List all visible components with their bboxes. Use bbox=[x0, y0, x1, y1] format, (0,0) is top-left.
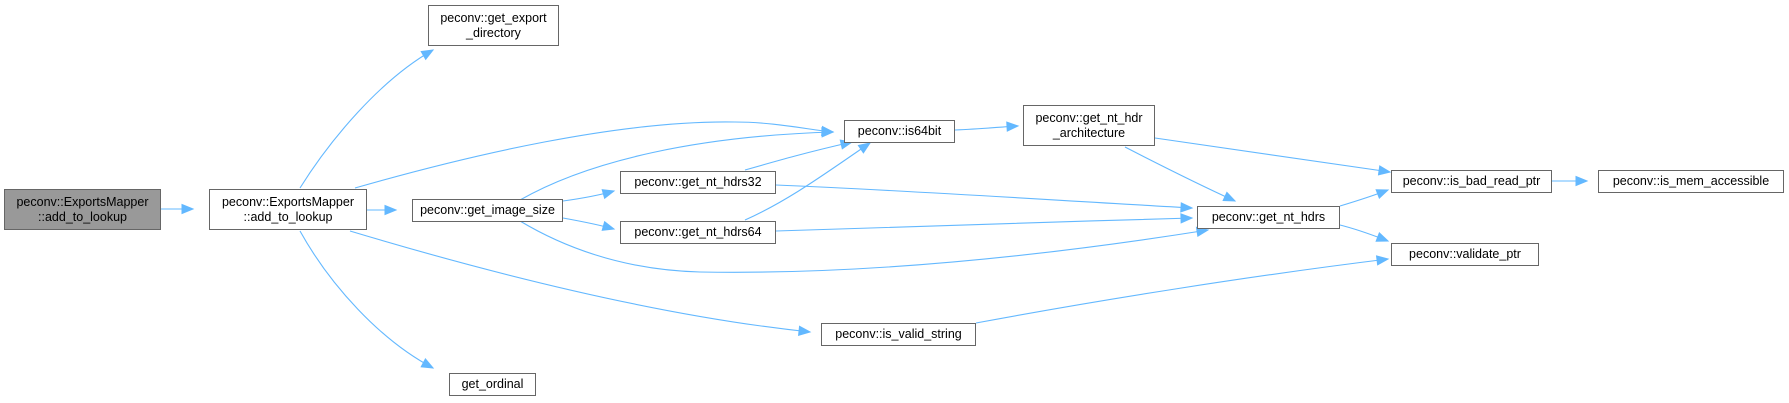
node-label: peconv::get_nt_hdrs64 bbox=[634, 225, 762, 239]
arrowhead bbox=[420, 49, 435, 61]
node-get-nt-hdrs64[interactable]: peconv::get_nt_hdrs64 bbox=[620, 221, 776, 244]
arrowhead bbox=[821, 127, 835, 138]
edge-layer bbox=[161, 49, 1587, 369]
edge-get-nt-hdrs32-to-is64bit bbox=[744, 141, 853, 171]
edge-get-image-size-to-get-nt-hdrs bbox=[519, 220, 1209, 273]
edge-get-nt-hdrs64-to-is64bit bbox=[744, 142, 871, 221]
node-label-line2: ::add_to_lookup bbox=[243, 209, 333, 224]
node-label: peconv::get_nt_hdrs bbox=[1211, 210, 1326, 224]
node-label-line1: peconv::ExportsMapper bbox=[16, 194, 149, 209]
node-label-line1: peconv::get_nt_hdr bbox=[1035, 110, 1143, 125]
arrowhead bbox=[798, 325, 812, 336]
arrowhead bbox=[1180, 213, 1194, 224]
node-label: peconv::validate_ptr bbox=[1409, 247, 1521, 261]
node-get-nt-hdrs32[interactable]: peconv::get_nt_hdrs32 bbox=[620, 171, 776, 194]
edge-get-nt-hdrs64-to-get-nt-hdrs bbox=[775, 217, 1193, 232]
arrowhead bbox=[420, 357, 435, 369]
arrowhead bbox=[1180, 202, 1194, 213]
node-label-line1: peconv::ExportsMapper bbox=[221, 194, 354, 209]
edge-get-nt-hdr-architecture-to-get-nt-hdrs bbox=[1124, 146, 1236, 202]
node-label: peconv::is_bad_read_ptr bbox=[1402, 174, 1541, 188]
node-get-nt-hdr-architecture[interactable]: peconv::get_nt_hdr _architecture bbox=[1023, 105, 1155, 146]
edge-get-nt-hdr-architecture-to-is-bad-read-ptr bbox=[1154, 137, 1391, 173]
node-label-line2: _directory bbox=[466, 25, 521, 40]
edge-get-nt-hdrs32-to-get-nt-hdrs bbox=[775, 184, 1193, 209]
node-label-line1: peconv::get_export bbox=[440, 10, 547, 25]
node-label: get_ordinal bbox=[461, 377, 524, 391]
node-is-valid-string[interactable]: peconv::is_valid_string bbox=[821, 323, 976, 346]
arrowhead bbox=[181, 203, 195, 215]
node-is-mem-accessible[interactable]: peconv::is_mem_accessible bbox=[1598, 170, 1784, 193]
arrowhead bbox=[384, 204, 398, 216]
node-label: peconv::is_valid_string bbox=[835, 327, 962, 341]
arrowhead bbox=[601, 189, 616, 200]
arrowhead bbox=[1222, 191, 1237, 202]
node-get-export-directory[interactable]: peconv::get_export _directory bbox=[428, 5, 559, 46]
arrowhead bbox=[1377, 165, 1392, 176]
node-add-to-lookup[interactable]: peconv::ExportsMapper ::add_to_lookup bbox=[209, 189, 367, 230]
node-label-line2: ::add_to_lookup bbox=[38, 209, 127, 224]
edge-is-valid-string-to-validate-ptr bbox=[975, 258, 1389, 324]
node-label: peconv::is_mem_accessible bbox=[1612, 174, 1770, 188]
node-get-nt-hdrs[interactable]: peconv::get_nt_hdrs bbox=[1197, 206, 1340, 229]
arrow-layer bbox=[181, 49, 1589, 369]
arrowhead bbox=[857, 142, 872, 154]
edge-add-to-lookup-to-is-valid-string bbox=[349, 230, 811, 333]
edge-add-to-lookup-to-is64bit bbox=[354, 121, 834, 189]
node-root-add-to-lookup: peconv::ExportsMapper ::add_to_lookup bbox=[4, 189, 161, 230]
edge-get-image-size-to-is64bit bbox=[519, 131, 834, 201]
node-label: peconv::get_nt_hdrs32 bbox=[634, 175, 762, 189]
node-label: peconv::get_image_size bbox=[420, 203, 555, 217]
arrowhead bbox=[1375, 255, 1390, 266]
arrowhead bbox=[1375, 231, 1390, 242]
edge-add-to-lookup-to-get-export-directory bbox=[299, 49, 434, 189]
arrowhead bbox=[601, 220, 616, 231]
node-is64bit[interactable]: peconv::is64bit bbox=[844, 120, 955, 143]
arrowhead bbox=[1575, 175, 1589, 187]
node-get-image-size[interactable]: peconv::get_image_size bbox=[412, 199, 563, 222]
arrowhead bbox=[1006, 121, 1020, 132]
node-is-bad-read-ptr[interactable]: peconv::is_bad_read_ptr bbox=[1391, 170, 1552, 193]
arrowhead bbox=[1375, 189, 1390, 199]
node-get-ordinal[interactable]: get_ordinal bbox=[449, 373, 536, 396]
edge-add-to-lookup-to-get-ordinal bbox=[299, 230, 434, 369]
node-validate-ptr[interactable]: peconv::validate_ptr bbox=[1391, 243, 1539, 266]
node-label: peconv::is64bit bbox=[857, 124, 942, 138]
node-label-line2: _architecture bbox=[1052, 125, 1126, 140]
